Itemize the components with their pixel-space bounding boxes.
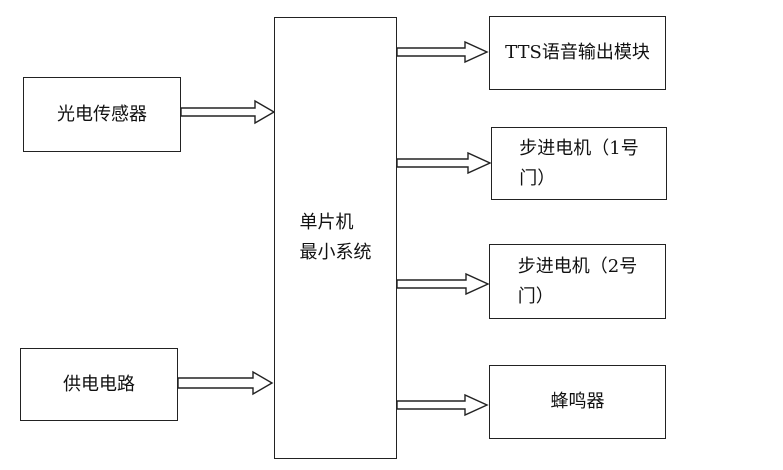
stepper-1-block: 步进电机（1号 门） xyxy=(491,127,667,200)
arrow-photo-sensor-to-mcu xyxy=(180,99,276,125)
arrow-mcu-to-tts xyxy=(396,40,489,64)
arrow-mcu-to-stepper-1 xyxy=(396,151,492,175)
arrow-power-to-mcu xyxy=(177,370,274,396)
power-circuit-block: 供电电路 xyxy=(20,348,178,421)
power-circuit-label: 供电电路 xyxy=(63,373,135,395)
mcu-minimum-system-label: 单片机 最小系统 xyxy=(299,212,372,263)
buzzer-label: 蜂鸣器 xyxy=(550,391,605,412)
stepper-2-label: 步进电机（2号 门） xyxy=(517,255,638,307)
photo-sensor-label: 光电传感器 xyxy=(57,103,147,125)
photo-sensor-block: 光电传感器 xyxy=(23,77,181,152)
arrow-mcu-to-stepper-2 xyxy=(396,272,490,296)
stepper-1-label: 步进电机（1号 门） xyxy=(519,137,639,189)
tts-module-label: TTS语音输出模块 xyxy=(505,42,650,63)
mcu-minimum-system-block: 单片机 最小系统 xyxy=(274,17,397,459)
arrow-mcu-to-buzzer xyxy=(396,393,489,417)
tts-module-block: TTS语音输出模块 xyxy=(489,16,666,90)
stepper-2-block: 步进电机（2号 门） xyxy=(489,244,666,319)
buzzer-block: 蜂鸣器 xyxy=(489,365,666,439)
